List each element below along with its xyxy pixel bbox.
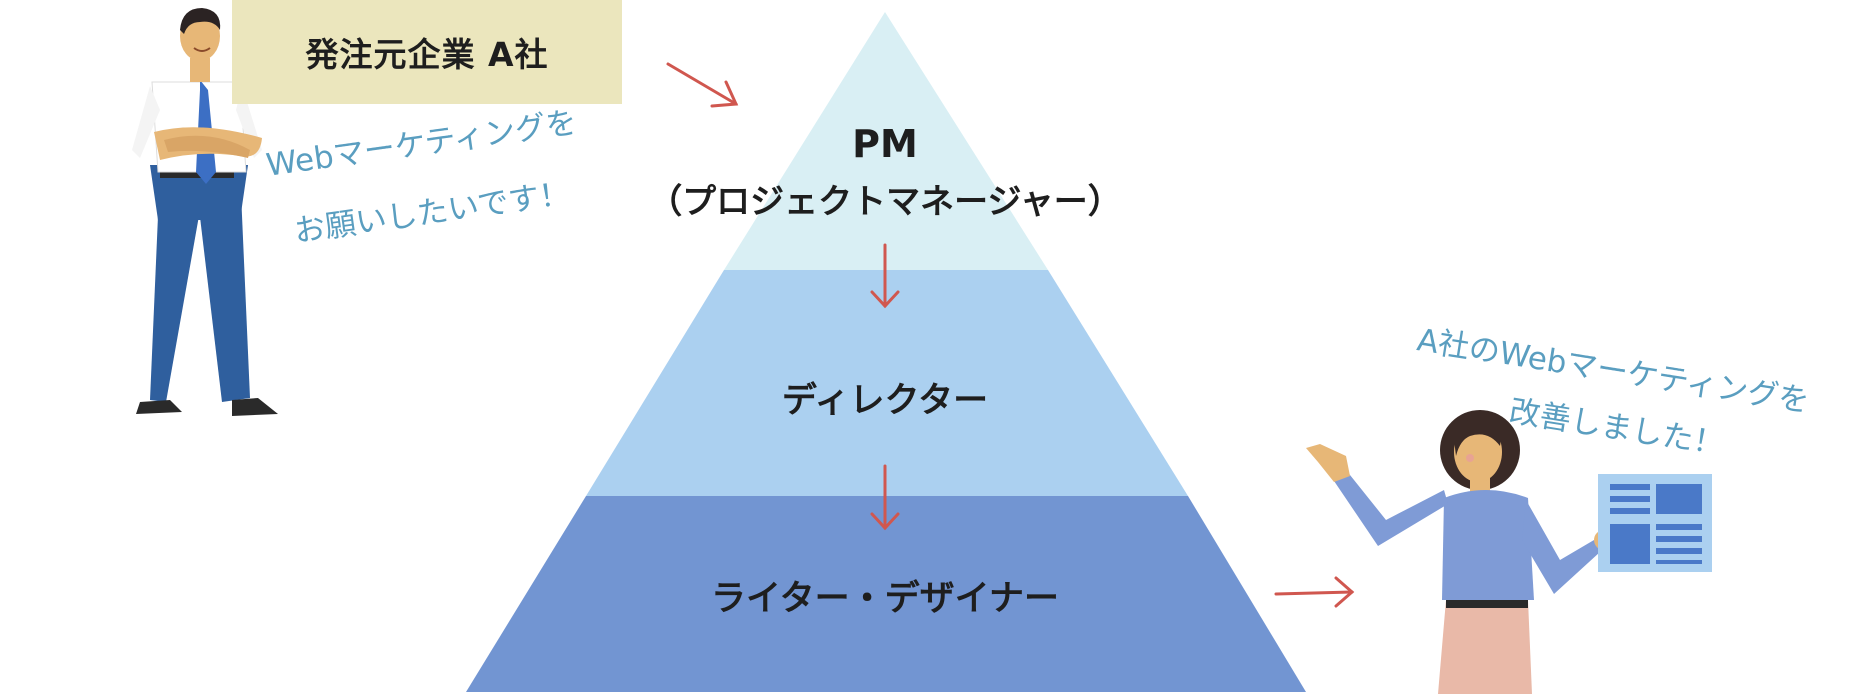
arrow-writer-to-result	[1274, 576, 1355, 608]
arrow-director-to-writer	[870, 464, 900, 531]
pyramid-tier-director	[586, 270, 1188, 496]
businessman-illustration	[132, 8, 278, 416]
arrow-client-to-pm	[666, 62, 739, 108]
pyramid-tier-writer-designer	[466, 496, 1306, 692]
client-label: 発注元企業 A社	[305, 35, 549, 74]
tier-director-label: ディレクター	[781, 381, 989, 421]
pyramid-tier-pm	[724, 12, 1048, 270]
tier-writer-designer-label: ライター・デザイナー	[711, 579, 1059, 619]
tier-pm-title: PM	[852, 122, 918, 166]
arrow-pm-to-director	[870, 243, 900, 309]
client-label-box: 発注元企業 A社	[232, 0, 622, 104]
woman-illustration	[1306, 410, 1712, 694]
tier-pm-subtitle: （プロジェクトマネージャー）	[648, 182, 1122, 222]
